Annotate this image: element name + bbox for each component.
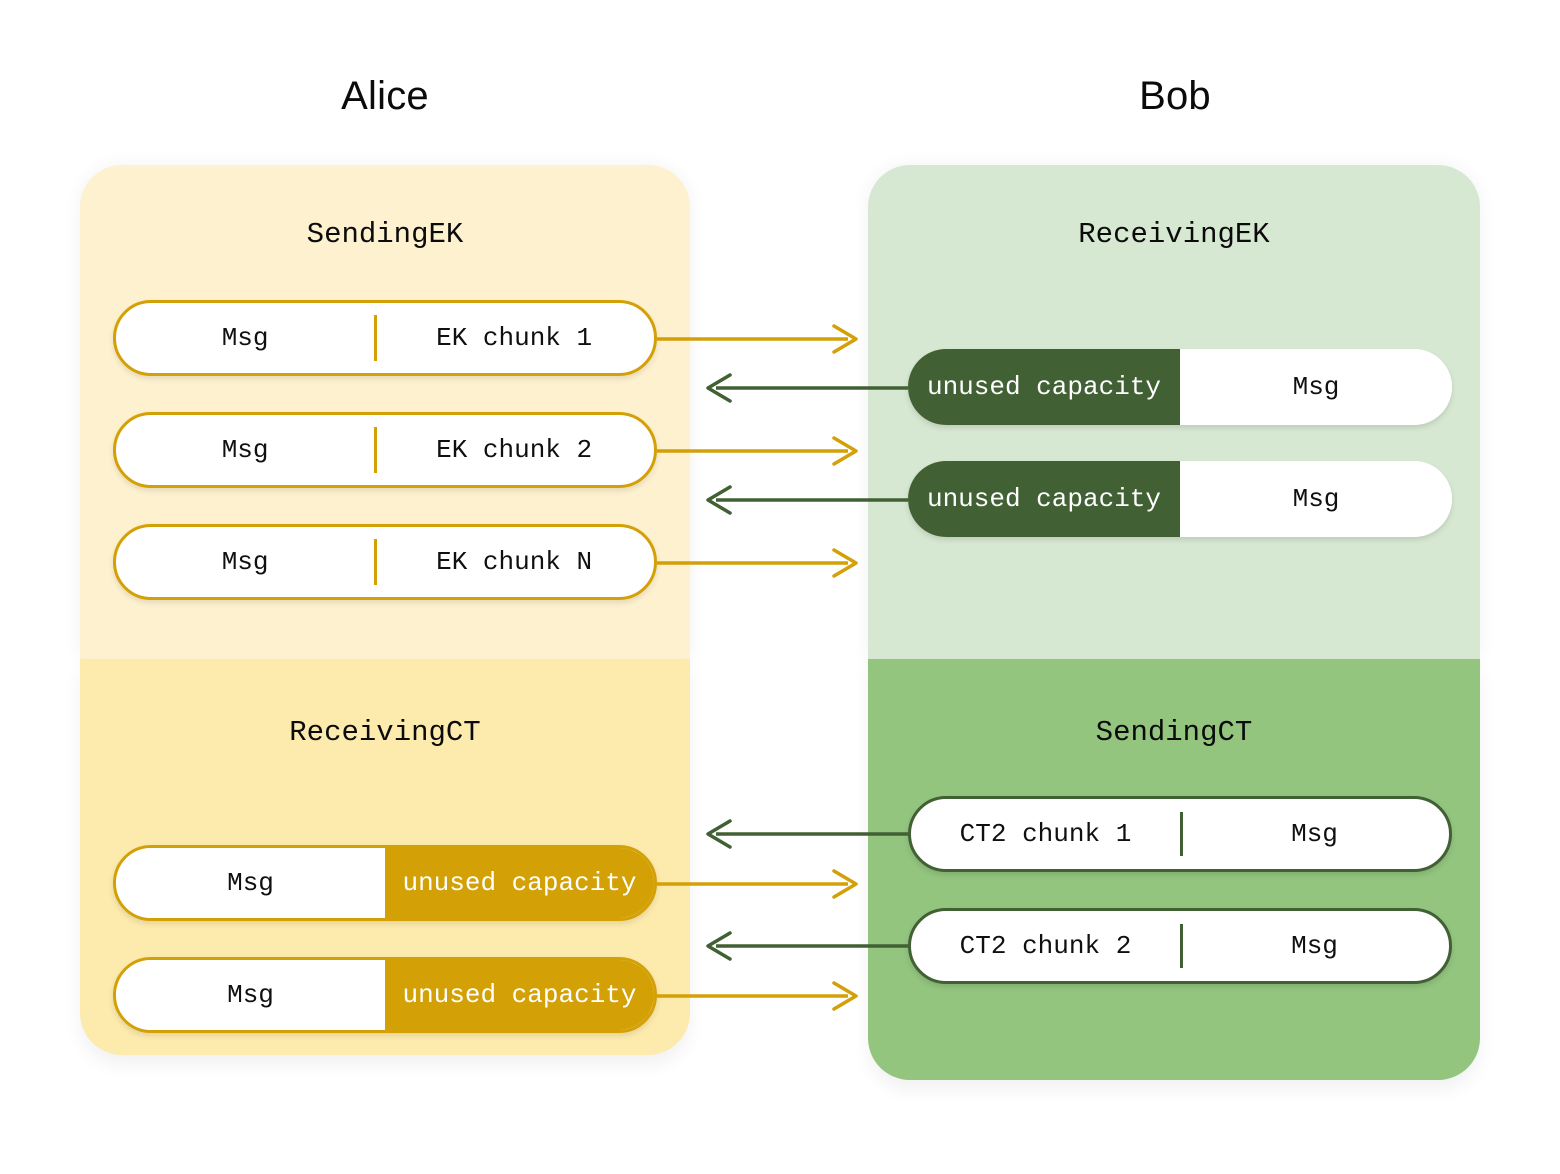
party-label-alice: Alice bbox=[341, 74, 429, 118]
pill-divider-icon bbox=[374, 315, 378, 361]
pill-sending-ek-row-1[interactable]: Msg EK chunk 2 bbox=[113, 412, 657, 488]
pill-segment-unused-capacity: unused capacity bbox=[385, 960, 654, 1030]
panel-title-receiving-ct: ReceivingCT bbox=[289, 716, 481, 749]
pill-segment-right: EK chunk N bbox=[436, 547, 593, 577]
panel-receiving-ek: ReceivingEK unused capacity Msg unused c… bbox=[868, 165, 1480, 659]
pill-segment-right: EK chunk 2 bbox=[436, 435, 593, 465]
pill-receiving-ek-row-1[interactable]: unused capacity Msg bbox=[908, 461, 1452, 537]
pill-segment-unused-capacity: unused capacity bbox=[908, 349, 1180, 425]
pill-receiving-ct-row-1[interactable]: Msg unused capacity bbox=[113, 957, 657, 1033]
pill-segment-msg: Msg bbox=[1180, 349, 1452, 425]
panel-title-sending-ek: SendingEK bbox=[306, 218, 464, 251]
pill-divider-icon bbox=[374, 539, 378, 585]
pill-segment-right: EK chunk 1 bbox=[436, 323, 593, 353]
panel-title-receiving-ek: ReceivingEK bbox=[1078, 218, 1270, 251]
pill-segment-right: Msg bbox=[1291, 931, 1338, 961]
pill-segment-msg: Msg bbox=[1180, 461, 1452, 537]
pill-segment-msg: Msg bbox=[116, 960, 385, 1030]
party-label-bob: Bob bbox=[1139, 74, 1211, 118]
pill-sending-ek-row-0[interactable]: Msg EK chunk 1 bbox=[113, 300, 657, 376]
pill-segment-unused-capacity: unused capacity bbox=[385, 848, 654, 918]
pill-divider-icon bbox=[1180, 924, 1183, 968]
pill-sending-ek-row-2[interactable]: Msg EK chunk N bbox=[113, 524, 657, 600]
pill-segment-unused-capacity: unused capacity bbox=[908, 461, 1180, 537]
pill-segment-left: CT2 chunk 2 bbox=[959, 931, 1132, 961]
pill-receiving-ek-row-0[interactable]: unused capacity Msg bbox=[908, 349, 1452, 425]
panel-title-sending-ct: SendingCT bbox=[1095, 716, 1253, 749]
panel-receiving-ct: ReceivingCT Msg unused capacity Msg unus… bbox=[80, 659, 690, 1055]
pill-divider-icon bbox=[374, 427, 378, 473]
pill-segment-left: Msg bbox=[221, 435, 269, 465]
pill-segment-msg: Msg bbox=[116, 848, 385, 918]
pill-segment-left: Msg bbox=[221, 547, 269, 577]
pill-sending-ct-row-0[interactable]: CT2 chunk 1 Msg bbox=[908, 796, 1452, 872]
pill-segment-left: CT2 chunk 1 bbox=[959, 819, 1132, 849]
pill-divider-icon bbox=[1180, 812, 1183, 856]
panel-sending-ct: SendingCT CT2 chunk 1 Msg CT2 chunk 2 Ms… bbox=[868, 659, 1480, 1080]
pill-segment-right: Msg bbox=[1291, 819, 1338, 849]
pill-segment-left: Msg bbox=[221, 323, 269, 353]
panel-sending-ek: SendingEK Msg EK chunk 1 Msg EK chunk 2 … bbox=[80, 165, 690, 659]
pill-sending-ct-row-1[interactable]: CT2 chunk 2 Msg bbox=[908, 908, 1452, 984]
pill-receiving-ct-row-0[interactable]: Msg unused capacity bbox=[113, 845, 657, 921]
